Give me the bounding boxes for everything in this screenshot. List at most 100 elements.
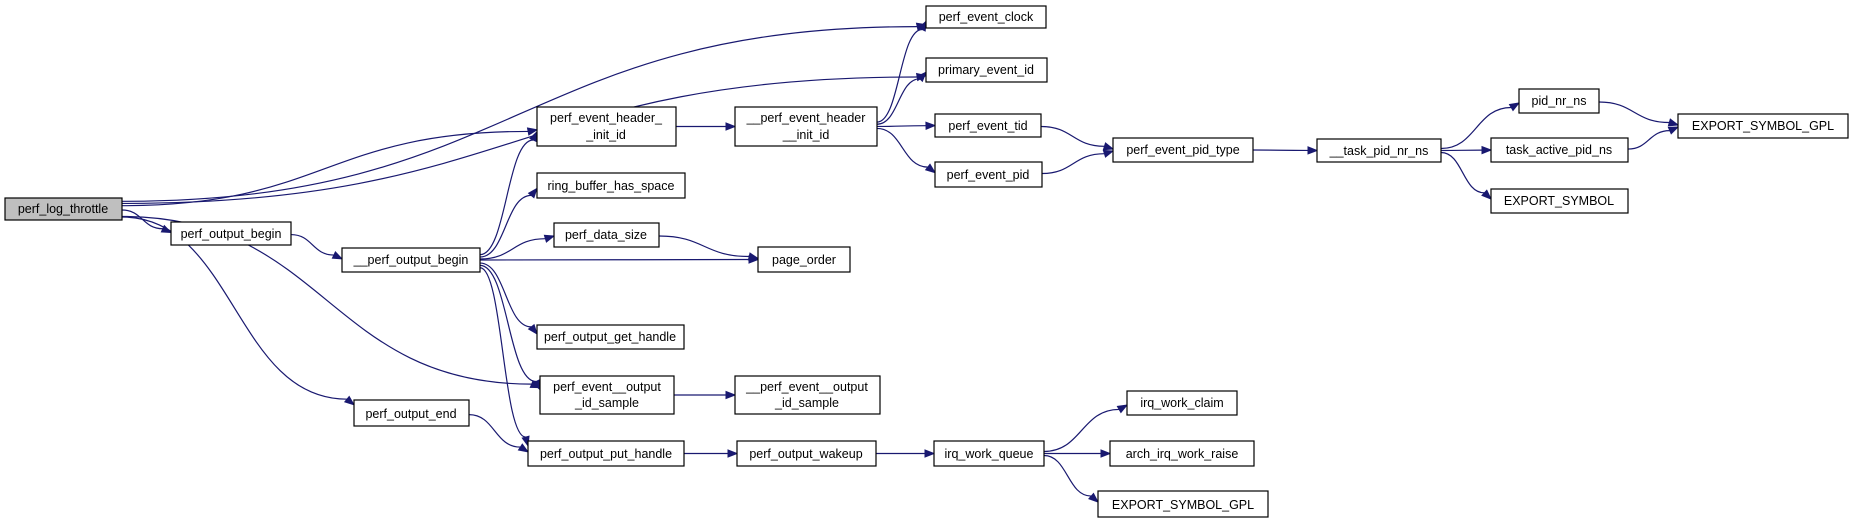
node-label: page_order bbox=[772, 253, 836, 267]
node-perf-output-begin[interactable]: perf_output_begin bbox=[170, 221, 292, 246]
edge-line bbox=[1040, 125, 1105, 147]
node-pid-nr-ns[interactable]: pid_nr_ns bbox=[1518, 88, 1600, 114]
edge-line bbox=[468, 414, 521, 448]
edge-arrowhead bbox=[916, 71, 927, 83]
node-label: __perf_output_begin bbox=[353, 253, 469, 267]
node-perf-output-end[interactable]: perf_output_end bbox=[353, 399, 470, 427]
edge-line bbox=[658, 235, 750, 258]
edge-irq_work_queue-to-EXPORT_SYMBOL_GPL_2 bbox=[1043, 454, 1100, 503]
edge-perf_event_pid-to-perf_event_pid_type bbox=[1041, 149, 1115, 175]
node-layer: perf_log_throttle perf_event_clock prima… bbox=[4, 5, 1849, 518]
edge-arrowhead bbox=[1307, 146, 1319, 155]
edge-arrowhead bbox=[527, 187, 538, 199]
node-label: ring_buffer_has_space bbox=[548, 179, 675, 193]
edge-__perf_output_begin-to-ring_buffer_has_space bbox=[479, 187, 538, 258]
edge-__perf_event_header__init_id-to-perf_event_pid bbox=[876, 127, 937, 174]
node-perf-output-get-handle[interactable]: perf_output_get_handle bbox=[536, 324, 685, 350]
edge-perf_event_tid-to-perf_event_pid_type bbox=[1040, 125, 1115, 151]
node-perf-event-pid[interactable]: perf_event_pid bbox=[934, 161, 1043, 188]
edge-irq_work_queue-to-arch_irq_work_raise bbox=[1043, 449, 1112, 458]
edge-perf_log_throttle-to-perf_event_header_init_id bbox=[121, 127, 539, 207]
edge-line bbox=[1041, 153, 1105, 175]
node-perf-event-tid[interactable]: perf_event_tid bbox=[934, 113, 1042, 138]
edge-perf_data_size-to-page_order bbox=[658, 235, 760, 261]
edge-perf_output_wakeup-to-irq_work_queue bbox=[875, 449, 936, 458]
edge-arrowhead bbox=[725, 390, 737, 400]
node-arch-irq-work-raise[interactable]: arch_irq_work_raise bbox=[1109, 440, 1255, 467]
edge-arrowhead bbox=[1667, 118, 1680, 127]
node-label-line-1: __perf_event_header bbox=[746, 111, 866, 125]
edge-pid_nr_ns-to-EXPORT_SYMBOL_GPL_1 bbox=[1598, 101, 1680, 127]
node-irq-work-claim[interactable]: irq_work_claim bbox=[1126, 390, 1238, 416]
node-label: task_active_pid_ns bbox=[1506, 143, 1612, 157]
edge-perf_output_put_handle-to-perf_output_wakeup bbox=[683, 449, 739, 458]
edge-__perf_event_header__init_id-to-primary_event_id bbox=[876, 71, 927, 125]
node-perf-data-size[interactable]: perf_data_size bbox=[553, 222, 660, 248]
edge-line bbox=[1627, 129, 1670, 150]
node-label: perf_output_get_handle bbox=[544, 330, 676, 344]
edge-line bbox=[290, 233, 334, 256]
node-label: EXPORT_SYMBOL bbox=[1504, 194, 1614, 208]
edge-line bbox=[479, 139, 534, 256]
node-export-symbol-gpl-2[interactable]: EXPORT_SYMBOL_GPL bbox=[1097, 490, 1269, 518]
node-ring-buffer-has-space[interactable]: ring_buffer_has_space bbox=[536, 172, 686, 199]
node-task-pid-nr-ns[interactable]: __task_pid_nr_ns bbox=[1316, 138, 1442, 163]
node-label: irq_work_claim bbox=[1140, 396, 1223, 410]
edge-perf_log_throttle-to-perf_output_end bbox=[121, 216, 356, 406]
node-label: perf_event_clock bbox=[939, 10, 1034, 24]
edge-__task_pid_nr_ns-to-pid_nr_ns bbox=[1440, 102, 1521, 150]
edge-arrowhead bbox=[1116, 404, 1129, 414]
edge-arrowhead bbox=[1102, 149, 1115, 158]
node-irq-work-queue[interactable]: irq_work_queue bbox=[933, 440, 1045, 467]
edge-arrowhead bbox=[1088, 492, 1100, 503]
edge-line bbox=[121, 130, 529, 207]
node-perf-log-throttle[interactable]: perf_log_throttle bbox=[4, 197, 123, 221]
edge-perf_log_throttle-to-perf_output_begin bbox=[121, 209, 173, 234]
node-label-line-2: __init_id bbox=[782, 128, 830, 142]
edge-line bbox=[1598, 101, 1670, 124]
edge-arrowhead bbox=[343, 395, 356, 406]
node-perf-event-header-init-id[interactable]: perf_event_header_ _init_id bbox=[536, 106, 677, 147]
node-label-line-2: _id_sample bbox=[774, 396, 839, 410]
edge-line bbox=[1440, 151, 1485, 194]
node-perf-output-wakeup[interactable]: perf_output_wakeup bbox=[736, 440, 877, 467]
node-label-line-1: __perf_event__output bbox=[745, 380, 868, 394]
node-perf-event-pid-type[interactable]: perf_event_pid_type bbox=[1112, 137, 1254, 163]
node-export-symbol-gpl-1[interactable]: EXPORT_SYMBOL_GPL bbox=[1677, 113, 1849, 139]
node-perf-event-output-id-sample[interactable]: perf_event__output _id_sample bbox=[539, 375, 675, 415]
node-label: __task_pid_nr_ns bbox=[1329, 144, 1429, 158]
edge-__perf_output_begin-to-perf_output_get_handle bbox=[479, 262, 538, 335]
edge-arrowhead bbox=[517, 443, 530, 453]
node-label: EXPORT_SYMBOL_GPL bbox=[1692, 119, 1834, 133]
node-label: arch_irq_work_raise bbox=[1126, 447, 1239, 461]
node-label: primary_event_id bbox=[938, 63, 1034, 77]
edge-__perf_event_header__init_id-to-perf_event_clock bbox=[876, 20, 927, 123]
edge-task_active_pid_ns-to-EXPORT_SYMBOL_GPL_1 bbox=[1627, 126, 1680, 150]
edge-line bbox=[1043, 454, 1092, 497]
edge-line bbox=[479, 267, 526, 438]
node-perf-event-clock[interactable]: perf_event_clock bbox=[925, 5, 1047, 29]
edge-arrowhead bbox=[924, 163, 937, 174]
node-perf-output-begin-internal[interactable]: __perf_output_begin bbox=[341, 247, 481, 273]
edge-line bbox=[479, 194, 532, 258]
edge-__perf_output_begin-to-page_order bbox=[479, 255, 760, 264]
node-perf-output-put-handle[interactable]: perf_output_put_handle bbox=[527, 440, 685, 467]
node-primary-event-id[interactable]: primary_event_id bbox=[925, 57, 1048, 83]
node-perf-event-output-id-sample-internal[interactable]: __perf_event__output _id_sample bbox=[734, 375, 881, 415]
node-label: perf_output_begin bbox=[181, 227, 282, 241]
node-page-order[interactable]: page_order bbox=[757, 246, 851, 273]
node-perf-event-header-init-id-internal[interactable]: __perf_event_header __init_id bbox=[734, 106, 878, 147]
edge-line bbox=[121, 26, 918, 202]
edge-arrowhead bbox=[1508, 102, 1521, 112]
node-label: perf_log_throttle bbox=[18, 202, 108, 216]
edge-line bbox=[1440, 106, 1512, 150]
edge-line bbox=[479, 262, 532, 328]
edge-perf_event_header_init_id-to-__perf_event_header__init_id bbox=[676, 122, 737, 131]
node-label: pid_nr_ns bbox=[1532, 94, 1587, 108]
node-task-active-pid-ns[interactable]: task_active_pid_ns bbox=[1490, 137, 1629, 163]
node-label-line-2: _id_sample bbox=[574, 396, 639, 410]
node-label-line-1: perf_event_header_ bbox=[550, 111, 663, 125]
node-export-symbol[interactable]: EXPORT_SYMBOL bbox=[1490, 188, 1629, 214]
edge-__perf_output_begin-to-perf_output_put_handle bbox=[479, 267, 530, 448]
edge-arrowhead bbox=[727, 449, 739, 458]
